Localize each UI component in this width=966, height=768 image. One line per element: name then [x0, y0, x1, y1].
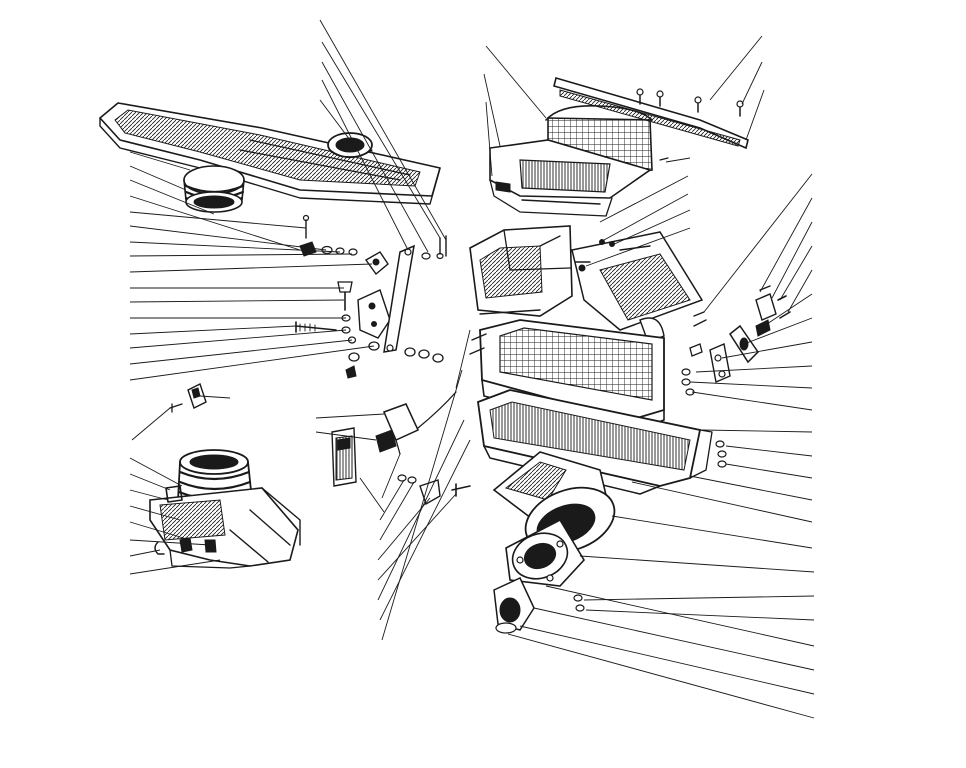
duct-outlet-hose: [183, 165, 245, 213]
filter-box: [489, 104, 653, 217]
leader-lines-bottom-center: [315, 329, 471, 641]
control-valve-parts: [331, 391, 471, 506]
duct-top-flange: [327, 132, 373, 159]
leader-lines-right: [507, 173, 815, 719]
fasteners-left: [295, 214, 391, 379]
trim-strip: [553, 76, 749, 161]
clip-part: [169, 383, 207, 413]
heater-core: [469, 309, 665, 433]
leader-lines-top: [319, 19, 765, 267]
heater-box-upper: [469, 225, 704, 343]
blower-motor-center: [492, 451, 616, 634]
blower-housing-left: [149, 449, 301, 569]
linkage-rod: [383, 235, 447, 363]
leader-lines-left: [129, 151, 375, 575]
